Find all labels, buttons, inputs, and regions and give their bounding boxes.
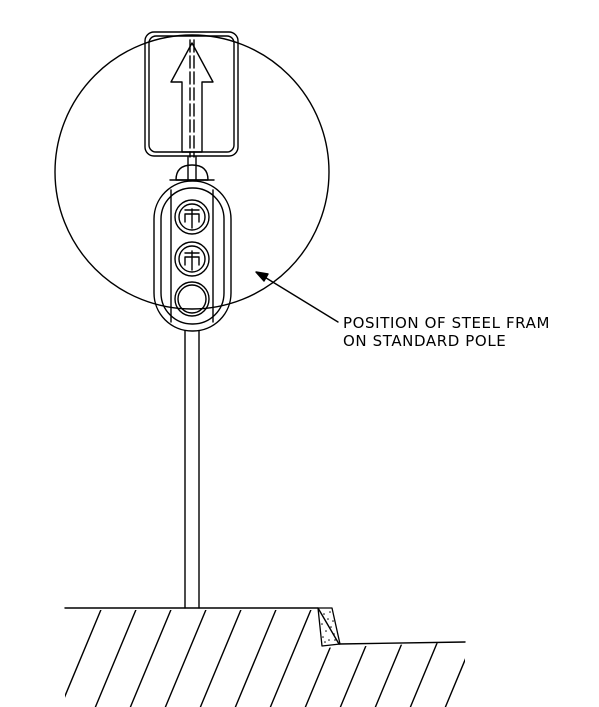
earth-hatching	[65, 610, 465, 707]
pedestrian-symbol-icon	[184, 250, 200, 271]
detail-circle	[54, 34, 330, 310]
annotation-line-2: ON STANDARD POLE	[343, 332, 507, 350]
arrow-sign	[144, 31, 239, 158]
signal-lens-bottom	[174, 281, 210, 317]
ground-section	[64, 607, 466, 707]
kerb-stipple	[321, 611, 336, 643]
pedestrian-symbol-icon	[184, 208, 200, 229]
concrete-kerb	[317, 607, 341, 647]
annotation-line-1: POSITION OF STEEL FRAM	[343, 314, 550, 332]
signal-head	[153, 180, 232, 332]
signal-lens-middle	[174, 241, 210, 277]
signal-lens-top	[174, 199, 210, 235]
mounting-cap	[169, 156, 215, 181]
up-arrow-icon	[170, 39, 214, 158]
standard-pole	[184, 330, 200, 609]
leader-arrow	[255, 271, 339, 323]
